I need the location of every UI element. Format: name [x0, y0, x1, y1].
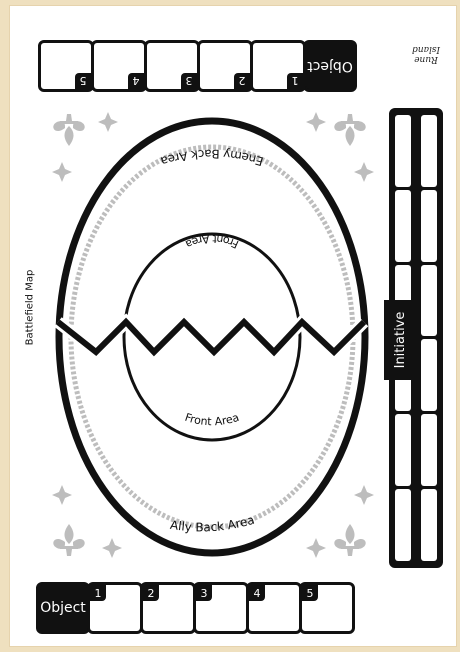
enemy-slot-2[interactable]: 2 [197, 40, 253, 92]
initiative-cell[interactable] [421, 265, 437, 337]
ally-front-area-label: Front Area [183, 411, 241, 428]
front-area-circle [124, 234, 300, 440]
enemy-back-area-label: Enemy Back Area [159, 147, 265, 169]
enemy-object-row: Object 1 2 3 4 5 [38, 40, 357, 92]
arrow-icon [306, 112, 326, 132]
initiative-cell[interactable] [395, 489, 411, 561]
enemy-slot-5[interactable]: 5 [38, 40, 94, 92]
arrow-icon [52, 485, 72, 505]
slot-number: 2 [234, 73, 250, 89]
ally-object-label: Object [40, 600, 86, 616]
slot-number: 1 [90, 585, 106, 601]
initiative-cell[interactable] [395, 115, 411, 187]
ally-slot-4[interactable]: 4 [246, 582, 302, 634]
fleur-de-lis-icon [53, 114, 84, 146]
ally-slot-5[interactable]: 5 [299, 582, 355, 634]
rune-island-logo: Rune Island [406, 34, 446, 90]
enemy-slot-4[interactable]: 4 [91, 40, 147, 92]
ally-object-box: Object [36, 582, 90, 634]
enemy-object-label: Object [307, 58, 353, 74]
slot-number: 2 [143, 585, 159, 601]
initiative-cell[interactable] [421, 339, 437, 411]
slot-number: 4 [249, 585, 265, 601]
enemy-slot-3[interactable]: 3 [144, 40, 200, 92]
initiative-cell[interactable] [395, 190, 411, 262]
slot-number: 1 [287, 73, 303, 89]
ally-slot-1[interactable]: 1 [87, 582, 143, 634]
initiative-cell[interactable] [421, 115, 437, 187]
arrow-icon [354, 485, 374, 505]
initiative-cell[interactable] [395, 414, 411, 486]
slot-number: 5 [302, 585, 318, 601]
initiative-label: Initiative [393, 300, 409, 380]
initiative-cell[interactable] [421, 414, 437, 486]
arrow-icon [52, 162, 72, 182]
initiative-cell[interactable] [421, 489, 437, 561]
arrow-icon [98, 112, 118, 132]
logo-text: Rune Island [412, 44, 440, 64]
ally-object-row: Object 1 2 3 4 5 [36, 582, 355, 634]
slot-number: 5 [75, 73, 91, 89]
enemy-object-box: Object [303, 40, 357, 92]
ally-back-area-label: Ally Back Area [169, 513, 256, 535]
enemy-front-area-label: Front Area [183, 232, 240, 251]
ally-slot-2[interactable]: 2 [140, 582, 196, 634]
fleur-de-lis-icon [334, 114, 365, 146]
initiative-column [421, 115, 437, 561]
fleur-de-lis-icon [334, 524, 365, 556]
arrow-icon [354, 162, 374, 182]
enemy-slot-1[interactable]: 1 [250, 40, 306, 92]
fleur-de-lis-icon [53, 524, 84, 556]
arrow-icon [102, 538, 122, 558]
initiative-cell[interactable] [421, 190, 437, 262]
slot-number: 3 [196, 585, 212, 601]
slot-number: 3 [181, 73, 197, 89]
battlefield-map-title: Battlefield Map [24, 270, 35, 346]
slot-number: 4 [128, 73, 144, 89]
ally-slot-3[interactable]: 3 [193, 582, 249, 634]
arrow-icon [306, 538, 326, 558]
